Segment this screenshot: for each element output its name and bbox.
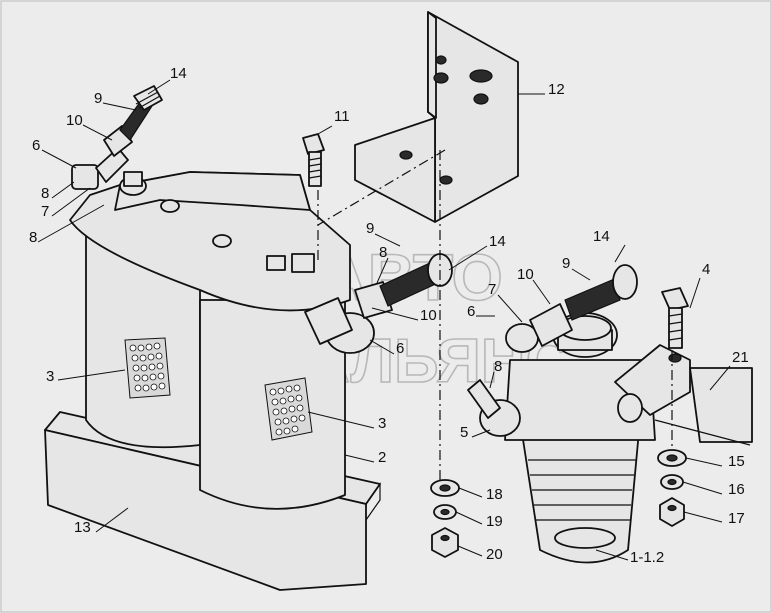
callout-c21: 21 [732,349,749,366]
callout-c14c: 14 [593,228,610,245]
callout-c5: 5 [460,424,468,441]
callout-c3a: 3 [46,368,54,385]
callout-c8b: 8 [29,229,37,246]
callout-c19: 19 [486,513,503,530]
twin-filter-housing [69,171,351,510]
callout-c15: 15 [728,453,745,470]
callout-c3b: 3 [378,415,386,432]
callout-c6c: 6 [396,340,404,357]
callout-c11: 11 [334,108,350,125]
callout-c12: 12 [548,81,565,98]
mounting-bracket-12 [354,11,519,223]
callout-c8a: 8 [41,185,49,202]
callout-c9a: 9 [94,90,102,107]
bolt-11 [302,133,325,187]
callout-c6a: 6 [32,137,40,154]
leader-lines [37,79,731,561]
front-hose-fitting [304,253,453,354]
callout-c20: 20 [486,546,503,563]
single-fuel-filter [467,264,691,564]
callout-c6b: 6 [467,303,475,320]
washer-18 [430,479,460,497]
assembly-axis-lines [317,149,673,480]
media-dots [129,342,306,436]
frame-member-21 [654,367,753,446]
callout-c8c: 8 [379,244,387,261]
callout-c2: 2 [378,449,386,466]
callout-c10a: 10 [66,112,83,129]
callout-c9b: 9 [366,220,374,237]
callout-c18: 18 [486,486,503,503]
lock-washer-16 [660,474,684,490]
washer-15 [657,449,687,467]
callout-c14b: 14 [489,233,506,250]
callout-c10c: 10 [420,307,437,324]
lock-washer-19 [433,504,457,520]
nut-17 [659,497,685,527]
callout-c8d: 8 [494,358,502,375]
callout-c112: 1-1.2 [630,549,664,566]
callout-c4: 4 [702,261,710,278]
callout-c17: 17 [728,510,745,527]
callout-c16: 16 [728,481,745,498]
bolt-4 [661,287,689,349]
callout-c7a: 7 [41,203,49,220]
callout-c10b: 10 [517,266,534,283]
left-hose-fitting [71,85,163,190]
callout-c7b: 7 [488,281,496,298]
callout-c13: 13 [74,519,91,536]
callout-c9c: 9 [562,255,570,272]
callout-c14a: 14 [170,65,187,82]
nut-20 [431,527,459,558]
